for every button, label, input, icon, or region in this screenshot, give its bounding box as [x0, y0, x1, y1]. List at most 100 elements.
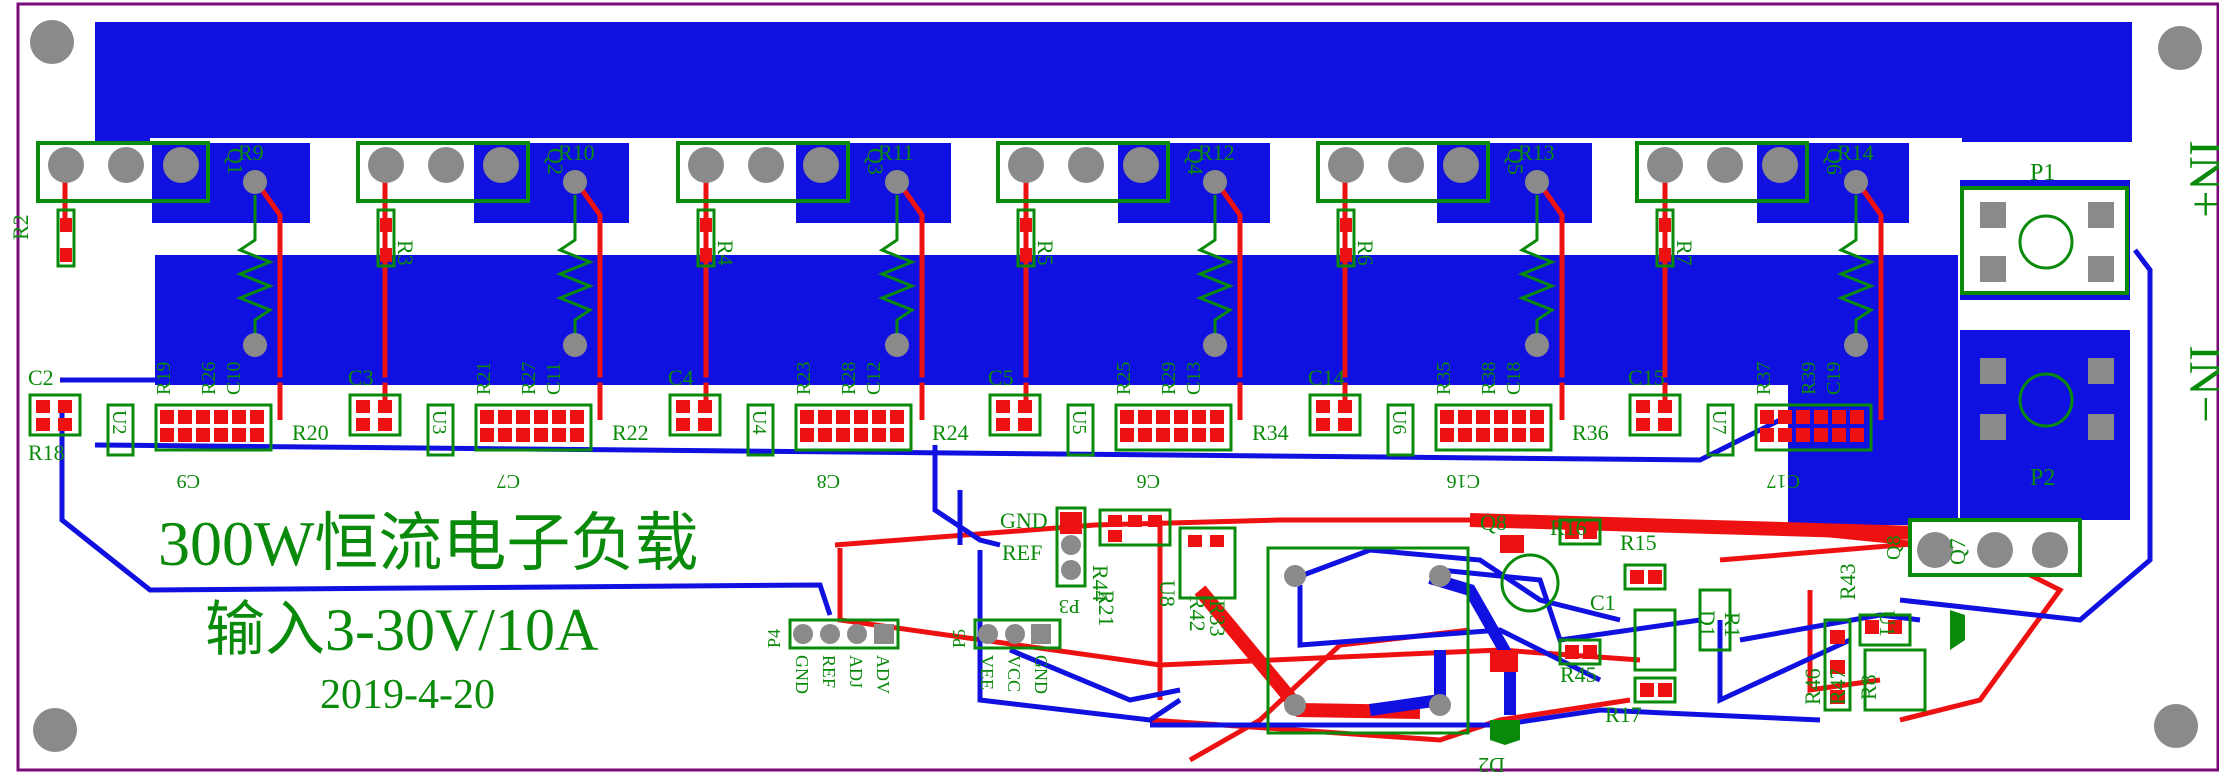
part-label: R47	[1825, 668, 1850, 705]
resistor-label: R11	[878, 140, 914, 165]
capacitor-label: C9	[177, 470, 200, 492]
resistor-label: R35	[1433, 362, 1455, 395]
p3-pin-ref: REF	[1002, 540, 1042, 565]
capacitor-label: C2	[28, 365, 54, 390]
mosfet-label: Q2	[543, 148, 568, 175]
board-subtitle: 输入3-30V/10A	[205, 597, 598, 663]
resistor-label: R7	[1672, 240, 1697, 266]
resistor-label: R12	[1198, 140, 1235, 165]
ic-label: U5	[1068, 410, 1090, 434]
resistor-label: R14	[1837, 140, 1874, 165]
capacitor-label: C17	[1767, 470, 1800, 492]
ic-label: U7	[1708, 410, 1730, 434]
p4-pin-gnd: GND	[792, 655, 812, 694]
resistor-label: R29	[1158, 362, 1180, 395]
resistor-label: R24	[932, 420, 969, 445]
resistor-label: R38	[1478, 362, 1500, 395]
part-label: Q8	[1480, 510, 1507, 535]
mosfet-label: Q3	[863, 148, 888, 175]
capacitor-label: C12	[863, 362, 885, 395]
capacitor-label: C6	[1137, 470, 1160, 492]
p5-label: P5	[949, 629, 969, 648]
p4-pin-ref: REF	[819, 655, 839, 688]
mounting-hole	[2154, 704, 2198, 748]
part-label: Q7	[1945, 538, 1970, 565]
mosfet-label: Q5	[1503, 148, 1528, 175]
mosfet-row: Q1R9R2Q2R10R3Q3R11R4Q4R12R5Q5R13R6Q6R14R…	[8, 140, 1874, 268]
resistor-label: R6	[1353, 240, 1378, 266]
connector-p1: P1	[1960, 160, 2129, 295]
capacitor-label: C13	[1183, 362, 1205, 395]
resistor-label: R39	[1798, 362, 1820, 395]
capacitor-label: C11	[543, 362, 565, 395]
part-label: U1	[1875, 610, 1900, 637]
resistor-label: R4	[713, 240, 738, 266]
in-minus-label: IN−	[2179, 345, 2219, 423]
part-label: U8	[1155, 580, 1180, 607]
resistor-label: R21	[473, 362, 495, 395]
capacitor-label: C4	[668, 365, 694, 390]
mosfet-label: Q6	[1822, 148, 1847, 175]
part-label: R44	[1088, 565, 1113, 602]
part-label: R46	[1800, 668, 1825, 705]
ic-label: U3	[428, 410, 450, 434]
resistor-label: R36	[1572, 420, 1609, 445]
part-label: R43	[1835, 563, 1860, 600]
resistor-label: R18	[28, 440, 65, 465]
q7-label: Q8	[1883, 536, 1905, 560]
resistor-label: R34	[1252, 420, 1289, 445]
transistor-q7: Q8	[1883, 518, 2082, 577]
part-label: R21	[1094, 590, 1119, 627]
resistor-label: R10	[558, 140, 595, 165]
p4-pin-adj: ADJ	[846, 655, 866, 688]
part-label: R17	[1605, 702, 1642, 727]
resistor-label: R9	[238, 140, 264, 165]
resistor-label: R13	[1518, 140, 1555, 165]
part-label: R33	[1205, 600, 1230, 637]
mosfet-label: Q1	[223, 148, 248, 175]
capacitor-label: C10	[223, 362, 245, 395]
mounting-hole	[2158, 26, 2202, 70]
capacitor-label: C15	[1628, 365, 1665, 390]
resistor-label: R3	[393, 240, 418, 266]
capacitor-label: C7	[497, 470, 520, 492]
part-label: D2	[1478, 753, 1505, 772]
connector-p3: GND REF P3	[1000, 506, 1087, 617]
control-section	[1098, 508, 1965, 745]
resistor-label: R37	[1753, 362, 1775, 395]
p3-label: P3	[1059, 595, 1080, 617]
ic-label: U4	[748, 410, 770, 434]
mounting-hole	[33, 708, 77, 752]
bottom-copper-pour	[95, 22, 2132, 525]
capacitor-label: C16	[1447, 470, 1480, 492]
part-label: D1	[1695, 610, 1720, 637]
part-label: R16	[1550, 515, 1587, 540]
in-plus-label: IN+	[2179, 140, 2219, 218]
resistor-label: R26	[198, 362, 220, 395]
capacitor-label: C3	[348, 365, 374, 390]
ic-label: U6	[1388, 410, 1410, 434]
part-label: R8	[1856, 674, 1881, 700]
resistor-label: R2	[8, 214, 33, 240]
part-label: C1	[1590, 590, 1616, 615]
resistor-label: R22	[612, 420, 649, 445]
p5-pin-vcc: VCC	[1004, 655, 1024, 692]
capacitor-label: C19	[1823, 362, 1845, 395]
part-label: R42	[1185, 595, 1210, 632]
p5-pin-gnd: GND	[1031, 655, 1051, 694]
resistor-label: R25	[1113, 362, 1135, 395]
mosfet-label: Q4	[1183, 148, 1208, 175]
ic-label: U2	[108, 410, 130, 434]
connector-p5: P5 VEE VCC GND	[949, 618, 1062, 694]
part-label: R15	[1620, 530, 1657, 555]
board-title: 300W恒流电子负载	[158, 508, 698, 579]
